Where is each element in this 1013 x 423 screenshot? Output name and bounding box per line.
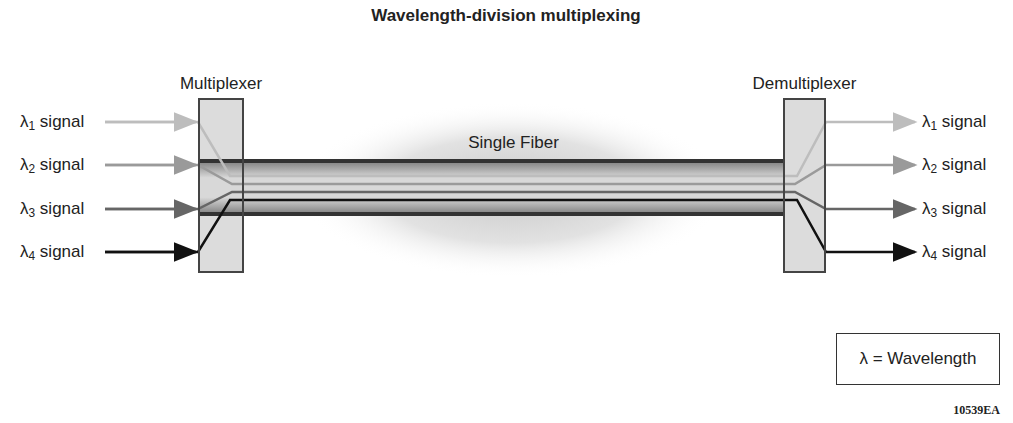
- signal-label: λ1 signal: [922, 112, 986, 132]
- signal-label: λ3 signal: [20, 199, 84, 219]
- signal-label: λ1 signal: [20, 112, 84, 132]
- node-heading: Single Fiber: [468, 133, 559, 153]
- figure-number: 10539EA: [953, 403, 1000, 418]
- signal-label: λ3 signal: [922, 199, 986, 219]
- signal-label: λ4 signal: [922, 242, 986, 262]
- node-heading: Multiplexer: [180, 74, 262, 94]
- node-heading: Demultiplexer: [753, 74, 857, 94]
- diagram-title: Wavelength-division multiplexing: [371, 6, 641, 26]
- signal-label: λ4 signal: [20, 242, 84, 262]
- demultiplexer-box: Demultiplexer: [783, 98, 826, 273]
- signal-label: λ2 signal: [922, 155, 986, 175]
- multiplexer-box: Multiplexer: [198, 98, 244, 273]
- fiber-band: Single Fiber: [244, 126, 783, 160]
- signal-label: λ2 signal: [20, 155, 84, 175]
- node-heading: λ = Wavelength: [859, 349, 976, 369]
- legend-box: λ = Wavelength: [836, 333, 1000, 385]
